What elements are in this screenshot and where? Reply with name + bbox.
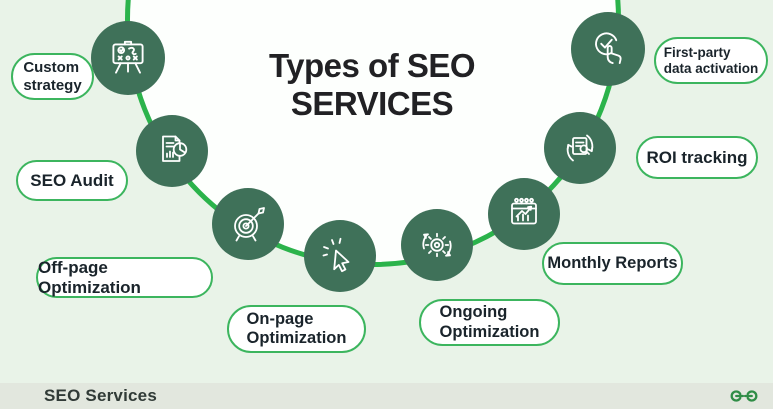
label-line: SEO Audit (30, 170, 114, 190)
node-custom-strategy (91, 21, 165, 95)
strategy-board-icon (112, 40, 144, 74)
target-arrow-icon (234, 207, 265, 242)
label-line: Custom (23, 59, 80, 77)
footer-title: SEO Services (44, 386, 157, 405)
label-line: strategy (23, 76, 82, 94)
cursor-click-icon (322, 237, 350, 273)
label-ongoing-optimization: Ongoing Optimization (419, 299, 560, 346)
node-on-page-optimization (304, 220, 376, 292)
doc-search-sync-icon (566, 134, 594, 162)
node-ongoing-optimization (401, 209, 473, 281)
label-line: Off-page Optimization (38, 257, 141, 297)
label-monthly-reports: Monthly Reports (542, 242, 683, 285)
gear-sync-icon (422, 232, 452, 258)
label-line: Monthly Reports (547, 253, 678, 272)
label-off-page-optimization: Off-page Optimization (36, 257, 213, 298)
label-line: First-party (663, 44, 731, 60)
node-monthly-reports (488, 178, 560, 250)
label-seo-audit: SEO Audit (16, 160, 128, 201)
node-off-page-optimization (212, 188, 284, 260)
audit-report-icon (162, 135, 188, 162)
label-on-page-optimization: On-page Optimization (227, 305, 366, 353)
page-title: Types of SEO SERVICES (250, 47, 494, 124)
label-line: data activation (663, 60, 759, 76)
node-roi-tracking (544, 112, 616, 184)
label-first-party-data-activation: First-party data activation (654, 37, 768, 84)
footer-bar: SEO Services (0, 383, 773, 409)
label-custom-strategy: Custom strategy (11, 53, 94, 100)
node-first-party-data-activation (571, 12, 645, 86)
title-line-1: Types of SEO (268, 47, 476, 84)
label-roi-tracking: ROI tracking (636, 136, 758, 179)
calendar-chart-icon (511, 197, 537, 225)
label-line: Ongoing (439, 303, 508, 322)
check-hand-icon (595, 32, 622, 65)
label-line: ROI tracking (646, 147, 748, 167)
node-seo-audit (136, 115, 208, 187)
label-line: On-page (246, 309, 314, 328)
title-line-2: SERVICES (290, 85, 454, 123)
label-line: Optimization (439, 322, 540, 341)
label-line: Optimization (246, 329, 347, 347)
geeksforgeeks-logo-icon (730, 390, 758, 402)
